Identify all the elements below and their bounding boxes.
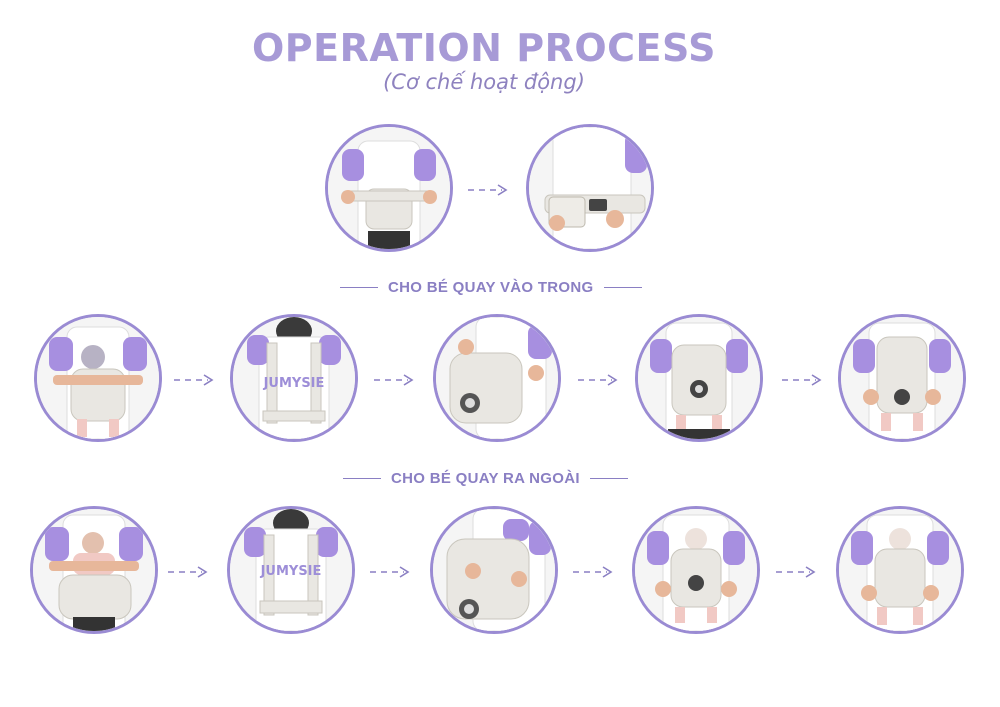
step-waist-belt-buckle [526, 124, 654, 252]
section-title: CHO BÉ QUAY VÀO TRONG [388, 279, 594, 296]
arrow-right-icon [776, 566, 816, 578]
arrow-right-icon [468, 184, 508, 196]
person-back-illustration: JUMYSIE [230, 509, 352, 631]
arrow-right-icon [374, 374, 414, 386]
step-baby-inward-fasten [635, 314, 763, 442]
step-baby-inward-done [838, 314, 966, 442]
arrow-right-icon [782, 374, 822, 386]
step-baby-outward-seat [430, 506, 558, 634]
person-illustration [529, 127, 651, 249]
arrow-right-icon [573, 566, 613, 578]
arrow-right-icon [174, 374, 214, 386]
divider [603, 286, 642, 289]
person-illustration [841, 317, 963, 439]
page-subtitle: (Cơ chế hoạt động) [383, 70, 585, 94]
section-label-inward: CHO BÉ QUAY VÀO TRONG [340, 279, 642, 296]
person-illustration [33, 509, 155, 631]
step-baby-outward-done [836, 506, 964, 634]
person-illustration [839, 509, 961, 631]
divider [340, 286, 378, 289]
back-print-logo: JUMYSIE [263, 376, 325, 391]
step-baby-inward-hold [34, 314, 162, 442]
step-waist-belt-hold [325, 124, 453, 252]
section-label-outward: CHO BÉ QUAY RA NGOÀI [343, 470, 628, 487]
arrow-right-icon [370, 566, 410, 578]
divider [343, 477, 381, 480]
step-shoulder-strap-back: JUMYSIE [230, 314, 358, 442]
person-back-illustration: JUMYSIE [233, 317, 355, 439]
person-illustration [433, 509, 555, 631]
step-baby-outward-hold [30, 506, 158, 634]
arrow-right-icon [168, 566, 208, 578]
divider [589, 477, 628, 480]
back-print-logo: JUMYSIE [260, 564, 322, 579]
step-baby-outward-fasten [632, 506, 760, 634]
person-illustration [638, 317, 760, 439]
person-illustration [635, 509, 757, 631]
step-shoulder-strap-back: JUMYSIE [227, 506, 355, 634]
arrow-right-icon [578, 374, 618, 386]
person-illustration [328, 127, 450, 249]
person-illustration [436, 317, 558, 439]
section-title: CHO BÉ QUAY RA NGOÀI [391, 470, 580, 487]
step-baby-inward-seat [433, 314, 561, 442]
page-title: OPERATION PROCESS [251, 26, 717, 70]
person-illustration [37, 317, 159, 439]
